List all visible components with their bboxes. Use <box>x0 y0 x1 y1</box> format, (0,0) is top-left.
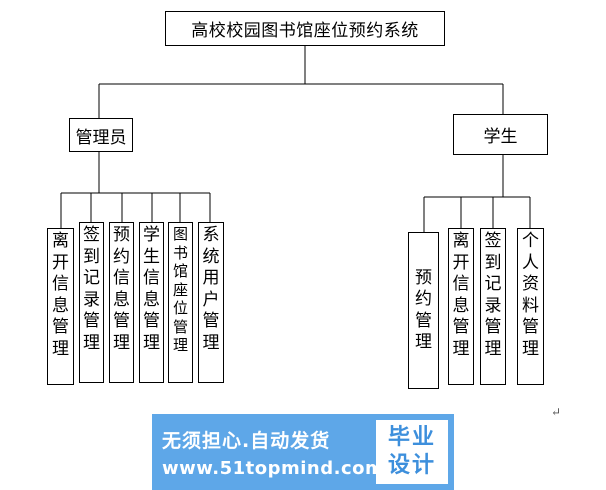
branch-node-student: 学生 <box>453 114 548 155</box>
leaf-node-label: 离开信息管理 <box>52 231 69 359</box>
root-node-label: 高校校园图书馆座位预约系统 <box>191 21 419 41</box>
leaf-node-label: 预约管理 <box>415 267 432 353</box>
watermark-url: www.51topmind.com <box>162 458 385 479</box>
leaf-node: 预约管理 <box>408 232 439 389</box>
leaf-node-label: 离开信息管理 <box>452 231 470 359</box>
leaf-node: 图书馆座位管理 <box>168 222 193 383</box>
root-node: 高校校园图书馆座位预约系统 <box>165 11 445 46</box>
leaf-node-label: 签到记录管理 <box>83 225 100 353</box>
leaf-node-label: 学生信息管理 <box>143 225 160 353</box>
leaf-node: 离开信息管理 <box>47 228 74 385</box>
leaf-node: 学生信息管理 <box>139 222 164 383</box>
leaf-node-label: 预约信息管理 <box>113 225 130 353</box>
leaf-node: 签到记录管理 <box>480 228 506 385</box>
leaf-node-label: 系统用户管理 <box>202 225 220 353</box>
leaf-node-label: 图书馆座位管理 <box>172 225 188 354</box>
branch-node-label: 管理员 <box>75 127 127 148</box>
watermark-banner: 无须担心.自动发货 www.51topmind.com 毕业 设计 <box>152 414 454 490</box>
watermark-badge: 毕业 设计 <box>376 420 448 484</box>
branch-node-label: 学生 <box>483 127 518 147</box>
watermark-badge-line2: 设计 <box>387 453 436 478</box>
paragraph-mark-icon: ↵ <box>551 405 562 419</box>
leaf-node: 签到记录管理 <box>79 222 104 383</box>
leaf-node: 系统用户管理 <box>198 222 224 383</box>
leaf-node-label: 个人资料管理 <box>522 231 539 359</box>
leaf-node: 离开信息管理 <box>448 228 474 385</box>
leaf-node-label: 签到记录管理 <box>484 231 502 359</box>
watermark-slogan: 无须担心.自动发货 <box>162 430 331 452</box>
leaf-node: 个人资料管理 <box>517 228 544 385</box>
watermark-badge-line1: 毕业 <box>387 425 436 450</box>
branch-node-admin: 管理员 <box>69 118 133 152</box>
leaf-node: 预约信息管理 <box>109 222 134 383</box>
